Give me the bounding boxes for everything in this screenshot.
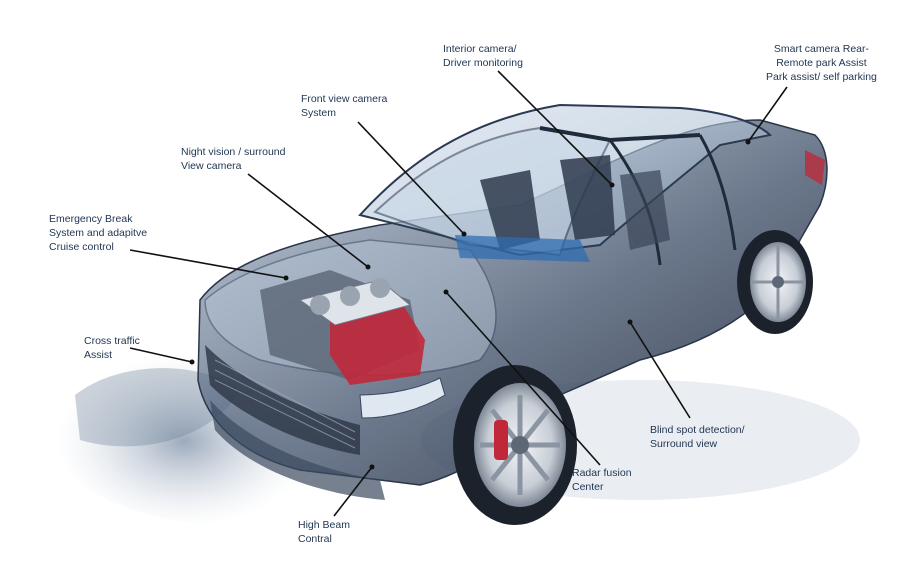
callout-line: Radar fusion bbox=[572, 467, 632, 479]
interior-seats bbox=[455, 155, 670, 262]
callout-line: Front view camera bbox=[301, 93, 388, 105]
callout-smart-camera: Smart camera Rear- Remote park Assist Pa… bbox=[766, 42, 877, 84]
callout-radar-fusion: Radar fusion Center bbox=[572, 466, 632, 494]
callout-line: Night vision / surround bbox=[181, 146, 286, 158]
callout-line: System and adapitve bbox=[49, 227, 148, 239]
leader-blind-spot bbox=[629, 321, 691, 419]
leader-lines bbox=[129, 70, 788, 517]
leader-radar-fusion bbox=[445, 291, 601, 466]
front-wheel bbox=[453, 365, 577, 525]
callout-interior-camera: Interior camera/ Driver monitoring bbox=[443, 42, 523, 70]
callout-high-beam: High Beam Contral bbox=[298, 518, 350, 546]
leader-high-beam bbox=[333, 466, 373, 517]
leader-front-view-camera bbox=[357, 121, 465, 235]
engine-block bbox=[260, 270, 425, 385]
callout-line: Cross traffic bbox=[84, 335, 140, 347]
callout-line: Assist bbox=[84, 349, 113, 361]
callout-line: Emergency Break bbox=[49, 213, 133, 225]
leader-emergency-brake bbox=[129, 249, 287, 279]
callout-line: Park assist/ self parking bbox=[766, 71, 877, 83]
leader-interior-camera bbox=[497, 70, 613, 186]
callout-cross-traffic: Cross traffic Assist bbox=[84, 334, 140, 362]
callout-line: Interior camera/ bbox=[443, 43, 517, 55]
callout-emergency-brake: Emergency Break System and adapitve Crui… bbox=[49, 212, 147, 254]
callout-night-vision: Night vision / surround View camera bbox=[181, 145, 285, 173]
callout-line: Center bbox=[572, 481, 604, 493]
tail-light bbox=[805, 150, 825, 185]
callout-line: Blind spot detection/ bbox=[650, 424, 745, 436]
callout-line: Remote park Assist bbox=[776, 57, 867, 69]
callout-line: Driver monitoring bbox=[443, 57, 523, 69]
callout-line: System bbox=[301, 107, 337, 119]
leader-cross-traffic bbox=[129, 347, 193, 363]
callout-line: View camera bbox=[181, 160, 242, 172]
leader-smart-camera bbox=[747, 86, 788, 143]
callout-line: High Beam bbox=[298, 519, 350, 531]
callout-line: Cruise control bbox=[49, 241, 114, 253]
callout-line: Contral bbox=[298, 533, 332, 545]
leader-night-vision bbox=[247, 173, 369, 268]
callout-line: Surround view bbox=[650, 438, 718, 450]
callout-line: Smart camera Rear- bbox=[773, 43, 869, 55]
callout-blind-spot: Blind spot detection/ Surround view bbox=[650, 423, 745, 451]
leader-endpoints bbox=[189, 139, 751, 470]
rear-wheel bbox=[737, 230, 813, 334]
callout-front-view-camera: Front view camera System bbox=[301, 92, 387, 120]
